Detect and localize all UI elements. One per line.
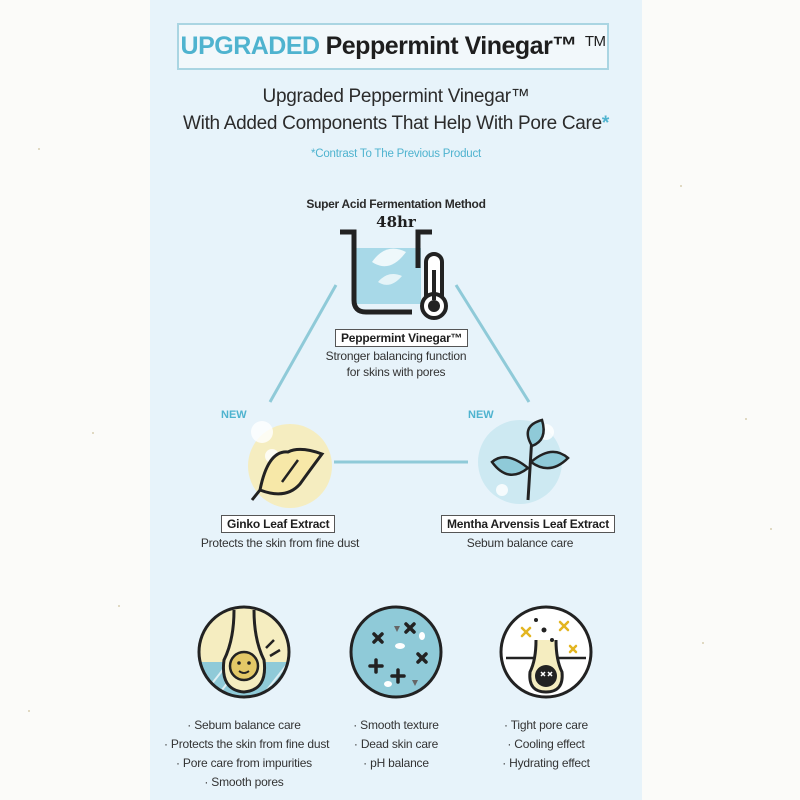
mentha-leaf-icon [478,418,570,504]
background-speck [745,418,747,420]
background-speck [118,605,120,607]
benefit-item: · Hydrating effect [502,756,590,770]
peppermint-vinegar-description: Stronger balancing function for skins wi… [296,348,496,380]
mentha-arvensis-description: Sebum balance care [466,536,574,550]
triangle-line-right [454,284,531,403]
footnote: *Contrast To The Previous Product [310,148,482,160]
illustration-layer [197,229,593,699]
benefit-item: · Protects the skin from fine dust [164,737,330,751]
mentha-arvensis-label: Mentha Arvensis Leaf Extract [441,515,616,533]
background-speck [28,710,30,712]
ginko-new-badge: NEW [221,409,247,421]
title-banner: UPGRADED Peppermint Vinegar™ TM [177,23,609,70]
background-speck [92,432,94,434]
benefit-item: · Smooth pores [204,775,284,789]
headline-line-2: With Added Components That Help With Por… [150,113,642,135]
title-tm: TM [584,33,606,50]
title-accent: UPGRADED [180,32,321,60]
headline-line-1: Upgraded Peppermint Vinegar™ [262,86,530,107]
mentha-new-badge: NEW [468,409,494,421]
ginko-leaf-label: Ginko Leaf Extract [221,515,336,533]
tight-pore-icon [499,605,593,699]
benefit-item: · Tight pore care [504,718,588,732]
background-speck [770,528,772,530]
background-speck [702,642,704,644]
ginko-leaf-description: Protects the skin from fine dust [200,536,360,550]
infographic-panel: UPGRADED Peppermint Vinegar™ TM Upgraded… [150,0,642,800]
peppermint-vinegar-label: Peppermint Vinegar™ [335,329,469,347]
fermentation-duration: 48hr [376,213,416,231]
ginko-leaf-icon [248,421,332,508]
benefit-list-tight-pore: · Tight pore care · Cooling effect · Hyd… [476,716,616,773]
fermentation-method-label: Super Acid Fermentation Method [306,197,486,211]
background-speck [38,148,40,150]
benefit-item: · Dead skin care [353,737,439,751]
benefit-item: · Pore care from impurities [176,756,312,770]
beaker-thermometer-icon [340,229,448,320]
headline-line-2-text: With Added Components That Help With Por… [183,113,602,134]
benefit-item: · Cooling effect [507,737,585,751]
peppermint-desc-line-2: for skins with pores [346,365,446,379]
headline-asterisk: * [601,113,609,134]
benefit-item: · Smooth texture [353,718,439,732]
benefit-list-texture: · Smooth texture · Dead skin care · pH b… [326,716,466,773]
title-main: Peppermint Vinegar™ [325,32,578,60]
pore-sebum-icon [197,605,291,699]
benefit-item: · Sebum balance care [187,718,301,732]
smooth-texture-icon [349,605,443,699]
benefit-item: · pH balance [363,756,429,770]
benefit-list-pore: · Sebum balance care · Protects the skin… [164,716,330,792]
background-speck [680,185,682,187]
peppermint-desc-line-1: Stronger balancing function [325,349,467,363]
triangle-line-left [268,284,338,403]
